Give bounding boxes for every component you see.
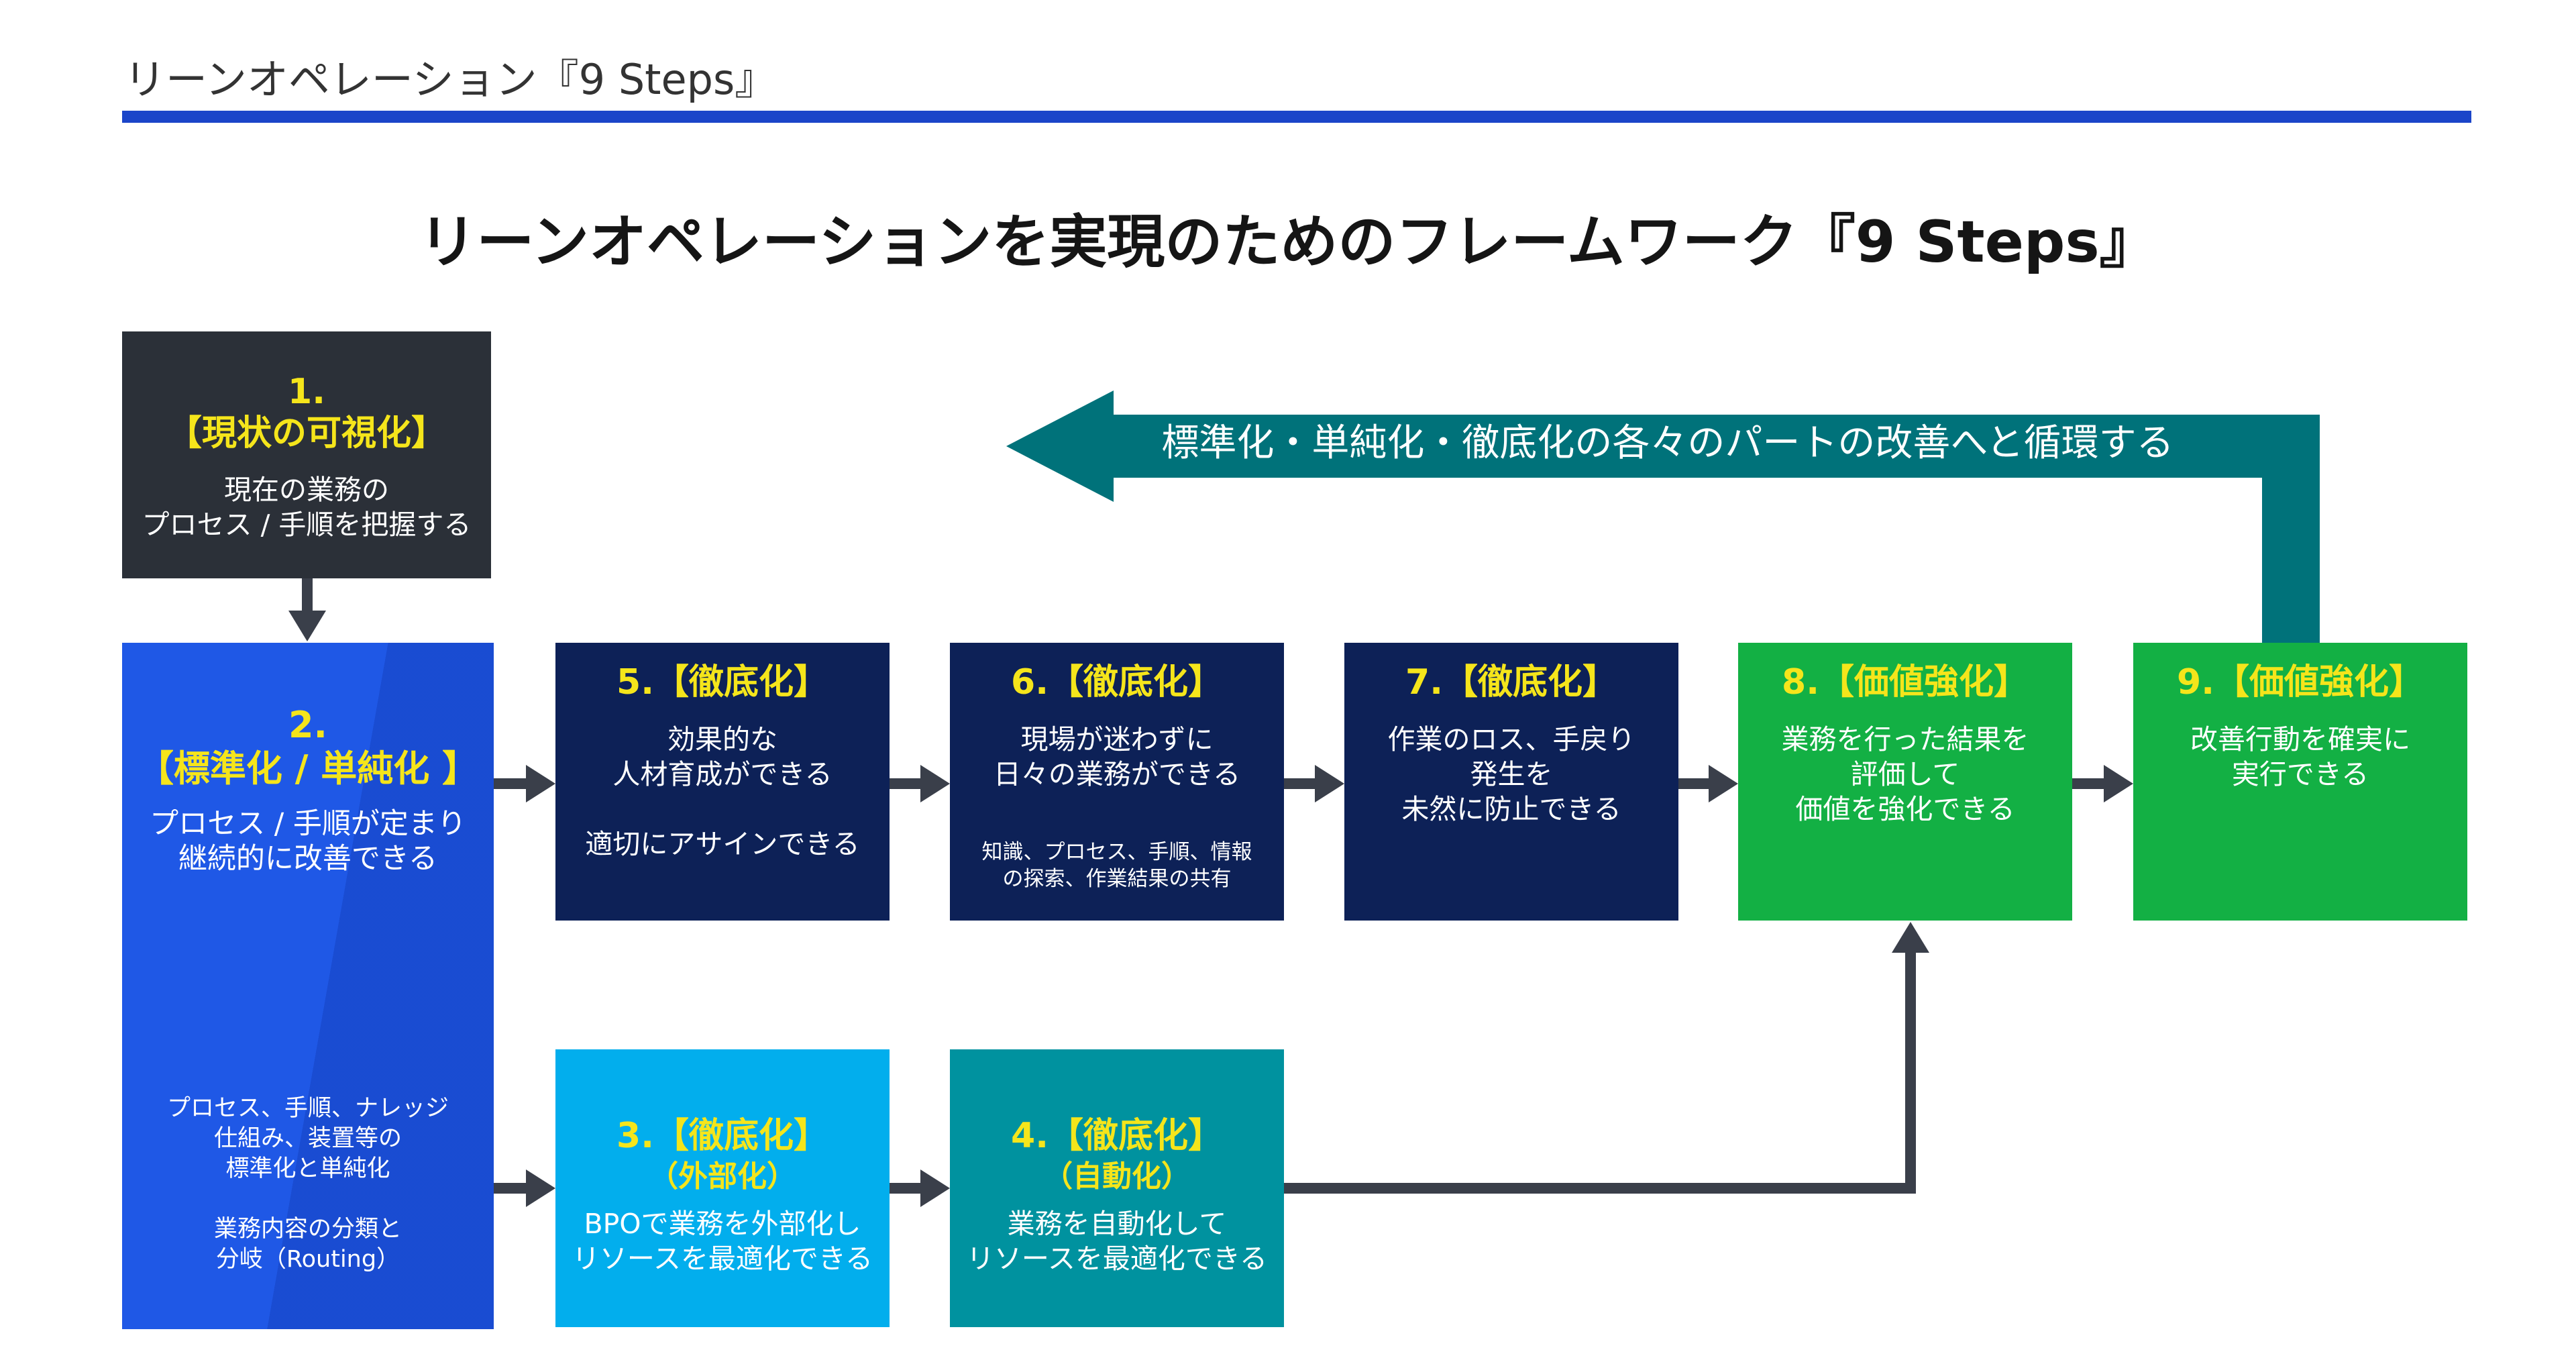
loop-arrow-head — [1006, 390, 1114, 502]
step-5-desc-line-4: 適切にアサインできる — [585, 828, 860, 860]
step-6-box: 6.【徹底化】 現場が迷わずに 日々の業務ができる 知識、プロセス、手順、情報 … — [950, 643, 1284, 921]
connector-1-to-2 — [302, 578, 313, 611]
step-7-title: 7.【徹底化】 — [1405, 662, 1617, 702]
step-8-desc-line-3: 価値を強化できる — [1795, 793, 2015, 825]
step-5-box: 5.【徹底化】 効果的な 人材育成ができる 適切にアサインできる — [555, 643, 890, 921]
step-3-title: 3.【徹底化】 — [616, 1116, 828, 1156]
step-6-desc-line-1: 現場が迷わずに — [1020, 723, 1214, 755]
step-8-desc-line-2: 評価して — [1850, 758, 1960, 790]
arrowhead-1-to-2 — [288, 611, 326, 641]
step-4-title: 4.【徹底化】 — [1011, 1116, 1223, 1156]
step-2-note-line-5: 業務内容の分類と — [213, 1216, 402, 1243]
connector-4-to-8-vertical — [1905, 953, 1916, 1194]
step-1-desc-line-1: 現在の業務の — [224, 474, 389, 506]
header-divider — [122, 111, 2471, 123]
step-8-box: 8.【価値強化】 業務を行った結果を 評価して 価値を強化できる — [1738, 643, 2072, 921]
arrowhead-4-to-8 — [1892, 922, 1929, 953]
step-6-title: 6.【徹底化】 — [1011, 662, 1223, 702]
page-header-title: リーンオペレーション『9 Steps』 — [124, 55, 777, 104]
step-7-box: 7.【徹底化】 作業のロス、手戻り 発生を 未然に防止できる — [1344, 643, 1678, 921]
arrowhead-2-to-3 — [526, 1169, 555, 1207]
step-3-desc-line-1: BPOで業務を外部化し — [584, 1208, 861, 1240]
step-1-box: 1. 【現状の可視化】 現在の業務の プロセス / 手順を把握する — [122, 331, 491, 578]
loop-arrow-horizontal — [1114, 415, 2320, 478]
step-2-note-line-6: 分岐（Routing） — [215, 1246, 400, 1273]
step-1-number: 1. — [288, 372, 325, 412]
step-3-box: 3.【徹底化】 （外部化） BPOで業務を外部化し リソースを最適化できる — [555, 1049, 890, 1327]
step-9-desc-line-2: 実行できる — [2231, 758, 2369, 790]
connector-6-to-7 — [1284, 778, 1315, 789]
step-2-shading — [122, 643, 494, 1329]
loop-arrow — [1006, 390, 2320, 643]
step-5-desc-line-1: 効果的な — [667, 723, 777, 755]
step-6-note-line-1: 知識、プロセス、手順、情報 — [981, 840, 1252, 864]
step-2-note-line-3: 標準化と単純化 — [225, 1155, 390, 1182]
step-8-title: 8.【価値強化】 — [1782, 662, 2029, 702]
step-5-title: 5.【徹底化】 — [616, 662, 828, 702]
step-4-desc-line-2: リソースを最適化できる — [966, 1243, 1268, 1275]
step-7-desc-line-1: 作業のロス、手戻り — [1387, 723, 1635, 755]
connector-3-to-4 — [890, 1183, 920, 1194]
step-9-desc-line-1: 改善行動を確実に — [2190, 723, 2410, 755]
step-2-number: 2. — [288, 704, 328, 746]
step-9-box: 9.【価値強化】 改善行動を確実に 実行できる — [2133, 643, 2467, 921]
arrowhead-5-to-6 — [920, 765, 950, 802]
loop-label: 標準化・単純化・徹底化の各々のパートの改善へと循環する — [1161, 421, 2174, 465]
connector-2-to-5 — [494, 778, 526, 789]
step-4-desc-line-1: 業務を自動化して — [1007, 1208, 1227, 1240]
step-2-title: 【標準化 / 単純化 】 — [137, 747, 479, 790]
arrowhead-7-to-8 — [1709, 765, 1738, 802]
step-3-desc-line-2: リソースを最適化できる — [572, 1243, 873, 1275]
step-8-desc-line-1: 業務を行った結果を — [1781, 723, 2029, 755]
connector-5-to-6 — [890, 778, 920, 789]
arrowhead-3-to-4 — [920, 1169, 950, 1207]
step-2-box: 2. 【標準化 / 単純化 】 プロセス / 手順が定まり 継続的に改善できる … — [122, 643, 494, 1329]
step-4-box: 4.【徹底化】 （自動化） 業務を自動化して リソースを最適化できる — [950, 1049, 1284, 1327]
step-6-note-line-2: の探索、作業結果の共有 — [1002, 867, 1232, 891]
step-2-desc-line-2: 継続的に改善できる — [178, 842, 438, 876]
connector-8-to-9 — [2072, 778, 2104, 789]
arrowhead-8-to-9 — [2104, 765, 2133, 802]
step-5-desc-line-2: 人材育成ができる — [612, 758, 833, 790]
step-9-title: 9.【価値強化】 — [2177, 662, 2424, 702]
main-title: リーンオペレーションを実現のためのフレームワーク『9 Steps』 — [419, 209, 2157, 276]
connector-4-to-8-horizontal — [1284, 1183, 1916, 1194]
step-1-title: 【現状の可視化】 — [166, 413, 446, 454]
step-4-subtitle: （自動化） — [1043, 1159, 1191, 1194]
step-6-desc-line-2: 日々の業務ができる — [993, 758, 1241, 790]
arrowhead-6-to-7 — [1315, 765, 1344, 802]
step-2-note-line-1: プロセス、手順、ナレッジ — [166, 1095, 449, 1122]
step-2-desc-line-1: プロセス / 手順が定まり — [150, 807, 466, 841]
arrowhead-2-to-5 — [526, 765, 555, 802]
step-2-note-line-2: 仕組み、装置等の — [213, 1125, 402, 1152]
connector-2-to-3 — [494, 1183, 526, 1194]
step-3-subtitle: （外部化） — [649, 1159, 796, 1194]
step-7-desc-line-2: 発生を — [1470, 758, 1553, 790]
connector-7-to-8 — [1678, 778, 1709, 789]
step-7-desc-line-3: 未然に防止できる — [1401, 793, 1621, 825]
step-1-desc-line-2: プロセス / 手順を把握する — [142, 509, 472, 541]
